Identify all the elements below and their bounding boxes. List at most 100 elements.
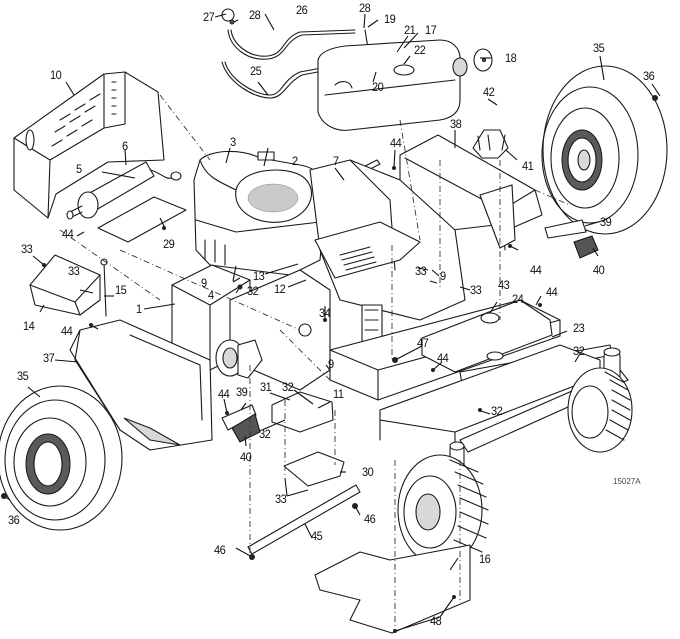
callout-44-reflector: 44 (218, 387, 230, 401)
callout-4: 4 (208, 288, 214, 302)
callout-5: 5 (76, 162, 82, 176)
callout-10: 10 (50, 68, 62, 82)
callout-47: 47 (417, 336, 429, 350)
plate-23 (421, 299, 553, 373)
drawing-number: 15027A (613, 477, 641, 486)
grommet-24 (480, 312, 500, 324)
heat-shield-29 (97, 196, 187, 243)
callout-44-plate: 44 (546, 285, 558, 299)
cup-41 (472, 129, 509, 159)
callout-9-frame: 9 (440, 269, 446, 283)
callout-44-right: 44 (530, 263, 542, 277)
filler-neck (452, 57, 468, 77)
engine-assembly (193, 150, 327, 276)
callout-33-plate: 33 (275, 492, 287, 506)
assembly-lines (59, 94, 571, 630)
cap-22 (393, 64, 415, 76)
callout-33-frame-lower: 33 (470, 283, 482, 297)
callout-6: 6 (122, 139, 128, 153)
fender-37 (69, 319, 213, 451)
callout-35-left: 35 (17, 369, 29, 383)
floor-plate-16 (314, 544, 471, 634)
caster-wheel-right (567, 367, 633, 453)
callout-33-bracket-mid: 33 (68, 264, 80, 278)
wheel-motor (215, 339, 263, 379)
callout-42: 42 (483, 85, 495, 99)
muffler-guard-10 (13, 71, 165, 219)
callout-44-rail: 44 (437, 351, 449, 365)
callout-22: 22 (414, 43, 426, 57)
plate-30 (283, 451, 345, 487)
bracket-31 (271, 391, 334, 433)
callout-33-frame: 33 (415, 264, 427, 278)
caster-wheel-front (397, 441, 489, 566)
callout-46-left: 46 (214, 543, 226, 557)
callout-14: 14 (23, 319, 35, 333)
callout-25: 25 (250, 64, 262, 78)
callout-17: 17 (425, 23, 437, 37)
callout-31: 31 (260, 380, 272, 394)
engine-screen (247, 183, 299, 213)
reflector-40-right (573, 235, 599, 259)
callout-33-bracket-top: 33 (21, 242, 33, 256)
callout-15: 15 (115, 283, 127, 297)
callout-12: 12 (274, 282, 286, 296)
callout-1: 1 (136, 302, 142, 316)
callout-2: 2 (292, 154, 298, 168)
callout-32-caster: 32 (573, 344, 585, 358)
callout-30: 30 (362, 465, 374, 479)
callout-34: 34 (319, 306, 331, 320)
callout-40-left: 40 (240, 450, 252, 464)
callout-44-center: 44 (390, 136, 402, 150)
callout-21: 21 (404, 23, 416, 37)
callout-29: 29 (163, 237, 175, 251)
callout-44-left: 44 (62, 227, 74, 241)
drive-wheel-left-35 (0, 385, 123, 531)
rod-15 (103, 261, 107, 317)
callout-32-lower: 32 (259, 427, 271, 441)
callout-9-actuator: 9 (328, 357, 334, 371)
reflector-40-left (231, 413, 261, 443)
callout-11: 11 (333, 387, 344, 401)
callout-9-engine: 9 (201, 276, 207, 290)
fasteners (1, 95, 658, 633)
engine-cover-2 (235, 169, 313, 223)
callout-48: 48 (430, 614, 442, 628)
strap-45 (247, 484, 361, 555)
callout-39-left: 39 (236, 385, 248, 399)
muffler-5 (66, 161, 182, 220)
callout-20: 20 (372, 80, 384, 94)
callout-41: 41 (522, 159, 534, 173)
callout-36-left: 36 (8, 513, 20, 527)
callout-23: 23 (573, 321, 585, 335)
callout-16: 16 (479, 552, 491, 566)
callout-43: 43 (498, 278, 510, 292)
callout-3: 3 (230, 135, 236, 149)
fuel-cap-18 (473, 48, 493, 72)
callout-32-rail: 32 (491, 404, 503, 418)
rod-15-end (100, 258, 108, 266)
callout-39-right: 39 (600, 215, 612, 229)
callout-40-right: 40 (593, 263, 605, 277)
fuel-line-25 (221, 55, 386, 99)
frame-rails (329, 299, 613, 461)
callout-46-right: 46 (364, 512, 376, 526)
callout-28: 28 (249, 8, 261, 22)
callout-37: 37 (43, 351, 55, 365)
callout-44-fender: 44 (61, 324, 73, 338)
fuel-tank-17 (317, 39, 468, 131)
callout-7: 7 (333, 154, 339, 168)
drive-wheel-right-35 (541, 65, 668, 235)
callout-32-bracket: 32 (282, 380, 294, 394)
callout-26: 26 (296, 3, 308, 17)
bracket-39-right (544, 219, 587, 239)
leader-lines (3, 13, 661, 632)
callout-28-top: 28 (359, 1, 371, 15)
seat-actuator (361, 304, 383, 346)
callout-24: 24 (512, 292, 524, 306)
callout-19: 19 (384, 12, 396, 26)
frame-center (309, 159, 466, 321)
callout-13: 13 (253, 269, 265, 283)
bracket-14 (29, 254, 101, 316)
